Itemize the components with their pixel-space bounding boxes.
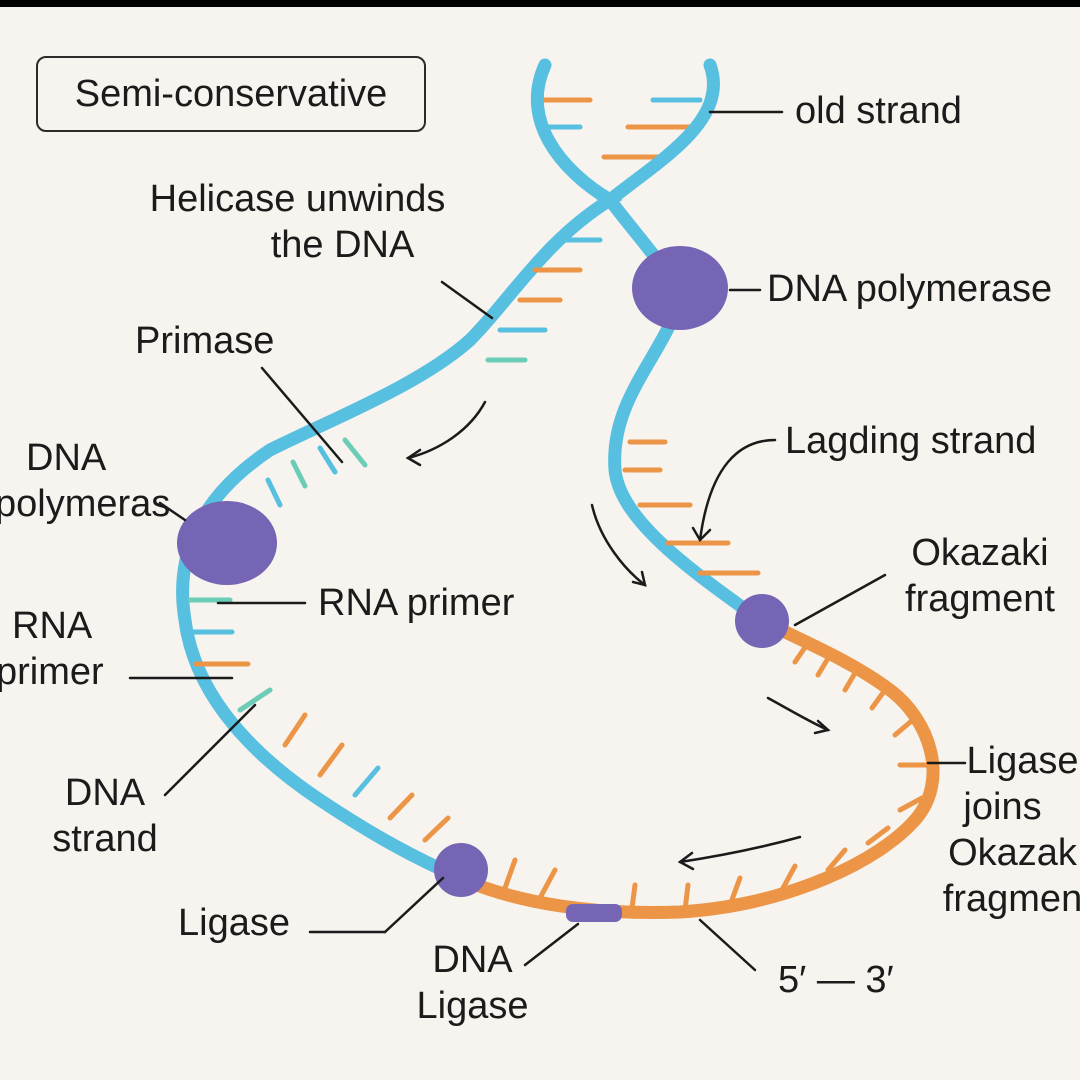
dna-ligase-line2: Ligase (416, 985, 529, 1027)
direction-label: 5′ — 3′ (778, 959, 894, 1001)
parent-strand-right (601, 58, 767, 627)
dna-strand-label: DNA strand (30, 770, 180, 862)
rna-primer-center-label: RNA primer (318, 582, 515, 624)
right-strand-rungs (622, 439, 761, 576)
new-strand-rungs (502, 637, 938, 913)
ligase-joins-line1: Ligase (966, 740, 1079, 782)
dna-polymerase-right-label: DNA polymerase (767, 268, 1053, 310)
dna-ligase-label: DNA Ligase (400, 937, 545, 1029)
okazaki-enzyme (735, 594, 789, 648)
okazaki-fragment-label: Okazaki fragment (890, 530, 1070, 622)
helicase-label-line1: Helicase unwinds (149, 178, 446, 220)
dna-ligase-patch (566, 904, 622, 922)
rna-primer-left-label: RNA primer (0, 603, 104, 695)
direction-arrows (405, 400, 831, 871)
rna-primer-left-line2: primer (0, 651, 104, 693)
ligase-label: Ligase (178, 902, 290, 944)
old-strand-label: old strand (795, 90, 962, 132)
rna-primer-left-line1: RNA (12, 605, 93, 647)
dna-strand-line2: strand (52, 818, 158, 860)
dna-polymerase-left-line2: polymeras (0, 483, 171, 525)
helicase-label-line2: the DNA (270, 224, 415, 266)
helix-rungs (542, 97, 703, 160)
helicase-label: Helicase unwinds the DNA (120, 176, 475, 268)
left-strand-rungs (187, 237, 603, 843)
new-strand (453, 615, 940, 920)
leader-lines (128, 110, 967, 972)
dna-polymerase-left-label: DNA polymeras (0, 435, 170, 527)
lagging-strand-label: Lagding strand (785, 420, 1037, 462)
title-box: Semi-conservative (36, 56, 426, 132)
ligase-enzyme (434, 843, 488, 897)
top-border (0, 0, 1080, 7)
dna-polymerase-right-blob (632, 246, 728, 330)
ligase-joins-label: Ligase joins Okazak fragmen (915, 738, 1080, 922)
primase-label: Primase (135, 320, 275, 362)
dna-strand-line1: DNA (64, 772, 146, 814)
dna-polymerase-left-line1: DNA (26, 437, 107, 479)
okazaki-fragment-line2: fragment (905, 578, 1055, 620)
ligase-joins-line4: fragmen (942, 878, 1080, 920)
dna-polymerase-left-blob (177, 501, 277, 585)
dna-ligase-line1: DNA (432, 939, 513, 981)
okazaki-fragment-line1: Okazaki (911, 532, 1049, 574)
ligase-joins-line3: Okazak (948, 832, 1077, 874)
ligase-joins-line2: joins (963, 786, 1042, 828)
